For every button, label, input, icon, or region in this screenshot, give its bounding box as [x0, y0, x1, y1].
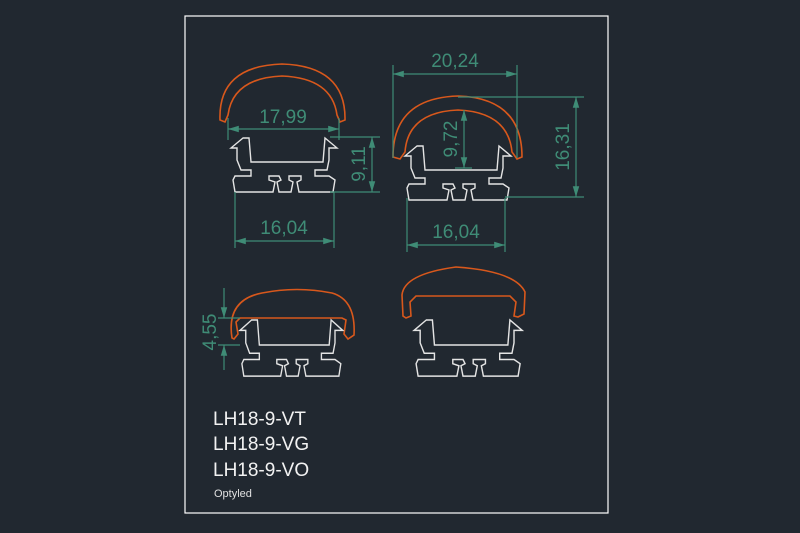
label-vo: LH18-9-VO	[213, 460, 309, 481]
cover-vt-round	[219, 63, 346, 124]
profile-vo-body	[239, 319, 344, 377]
dim-vt-base-width: 16,04	[234, 192, 335, 248]
svg-text:9,72: 9,72	[441, 121, 462, 158]
cover-vg-round	[392, 95, 523, 160]
profile-vo	[230, 288, 355, 377]
svg-text:4,55: 4,55	[200, 314, 221, 351]
profile-vg	[392, 95, 523, 201]
dim-vt-height: 9,11	[330, 136, 380, 193]
dim-vo-cover-height: 4,55	[200, 288, 240, 370]
profile-vt-body	[230, 137, 338, 193]
dim-vg-cover-height: 9,72	[441, 110, 472, 169]
dim-vt-cover-width: 17,99	[227, 107, 340, 140]
drawing-frame	[184, 15, 609, 514]
svg-text:16,31: 16,31	[553, 123, 574, 171]
dim-vg-width: 20,24	[392, 51, 518, 158]
cover-flat	[401, 266, 526, 319]
dim-vg-base-width: 16,04	[406, 198, 506, 252]
svg-text:20,24: 20,24	[431, 51, 479, 72]
label-vt: LH18-9-VT	[213, 409, 306, 430]
profile-vt	[219, 63, 346, 193]
svg-text:16,04: 16,04	[432, 222, 480, 243]
svg-text:17,99: 17,99	[259, 107, 307, 128]
label-vg: LH18-9-VG	[213, 434, 309, 455]
svg-text:16,04: 16,04	[260, 218, 308, 239]
dim-vg-height: 16,31	[458, 96, 584, 198]
cover-vo-oval	[230, 288, 355, 341]
profile-flat	[401, 266, 526, 377]
brand-label: Optyled	[214, 488, 252, 500]
profile-flat-body	[413, 319, 523, 377]
svg-text:9,11: 9,11	[349, 146, 370, 182]
